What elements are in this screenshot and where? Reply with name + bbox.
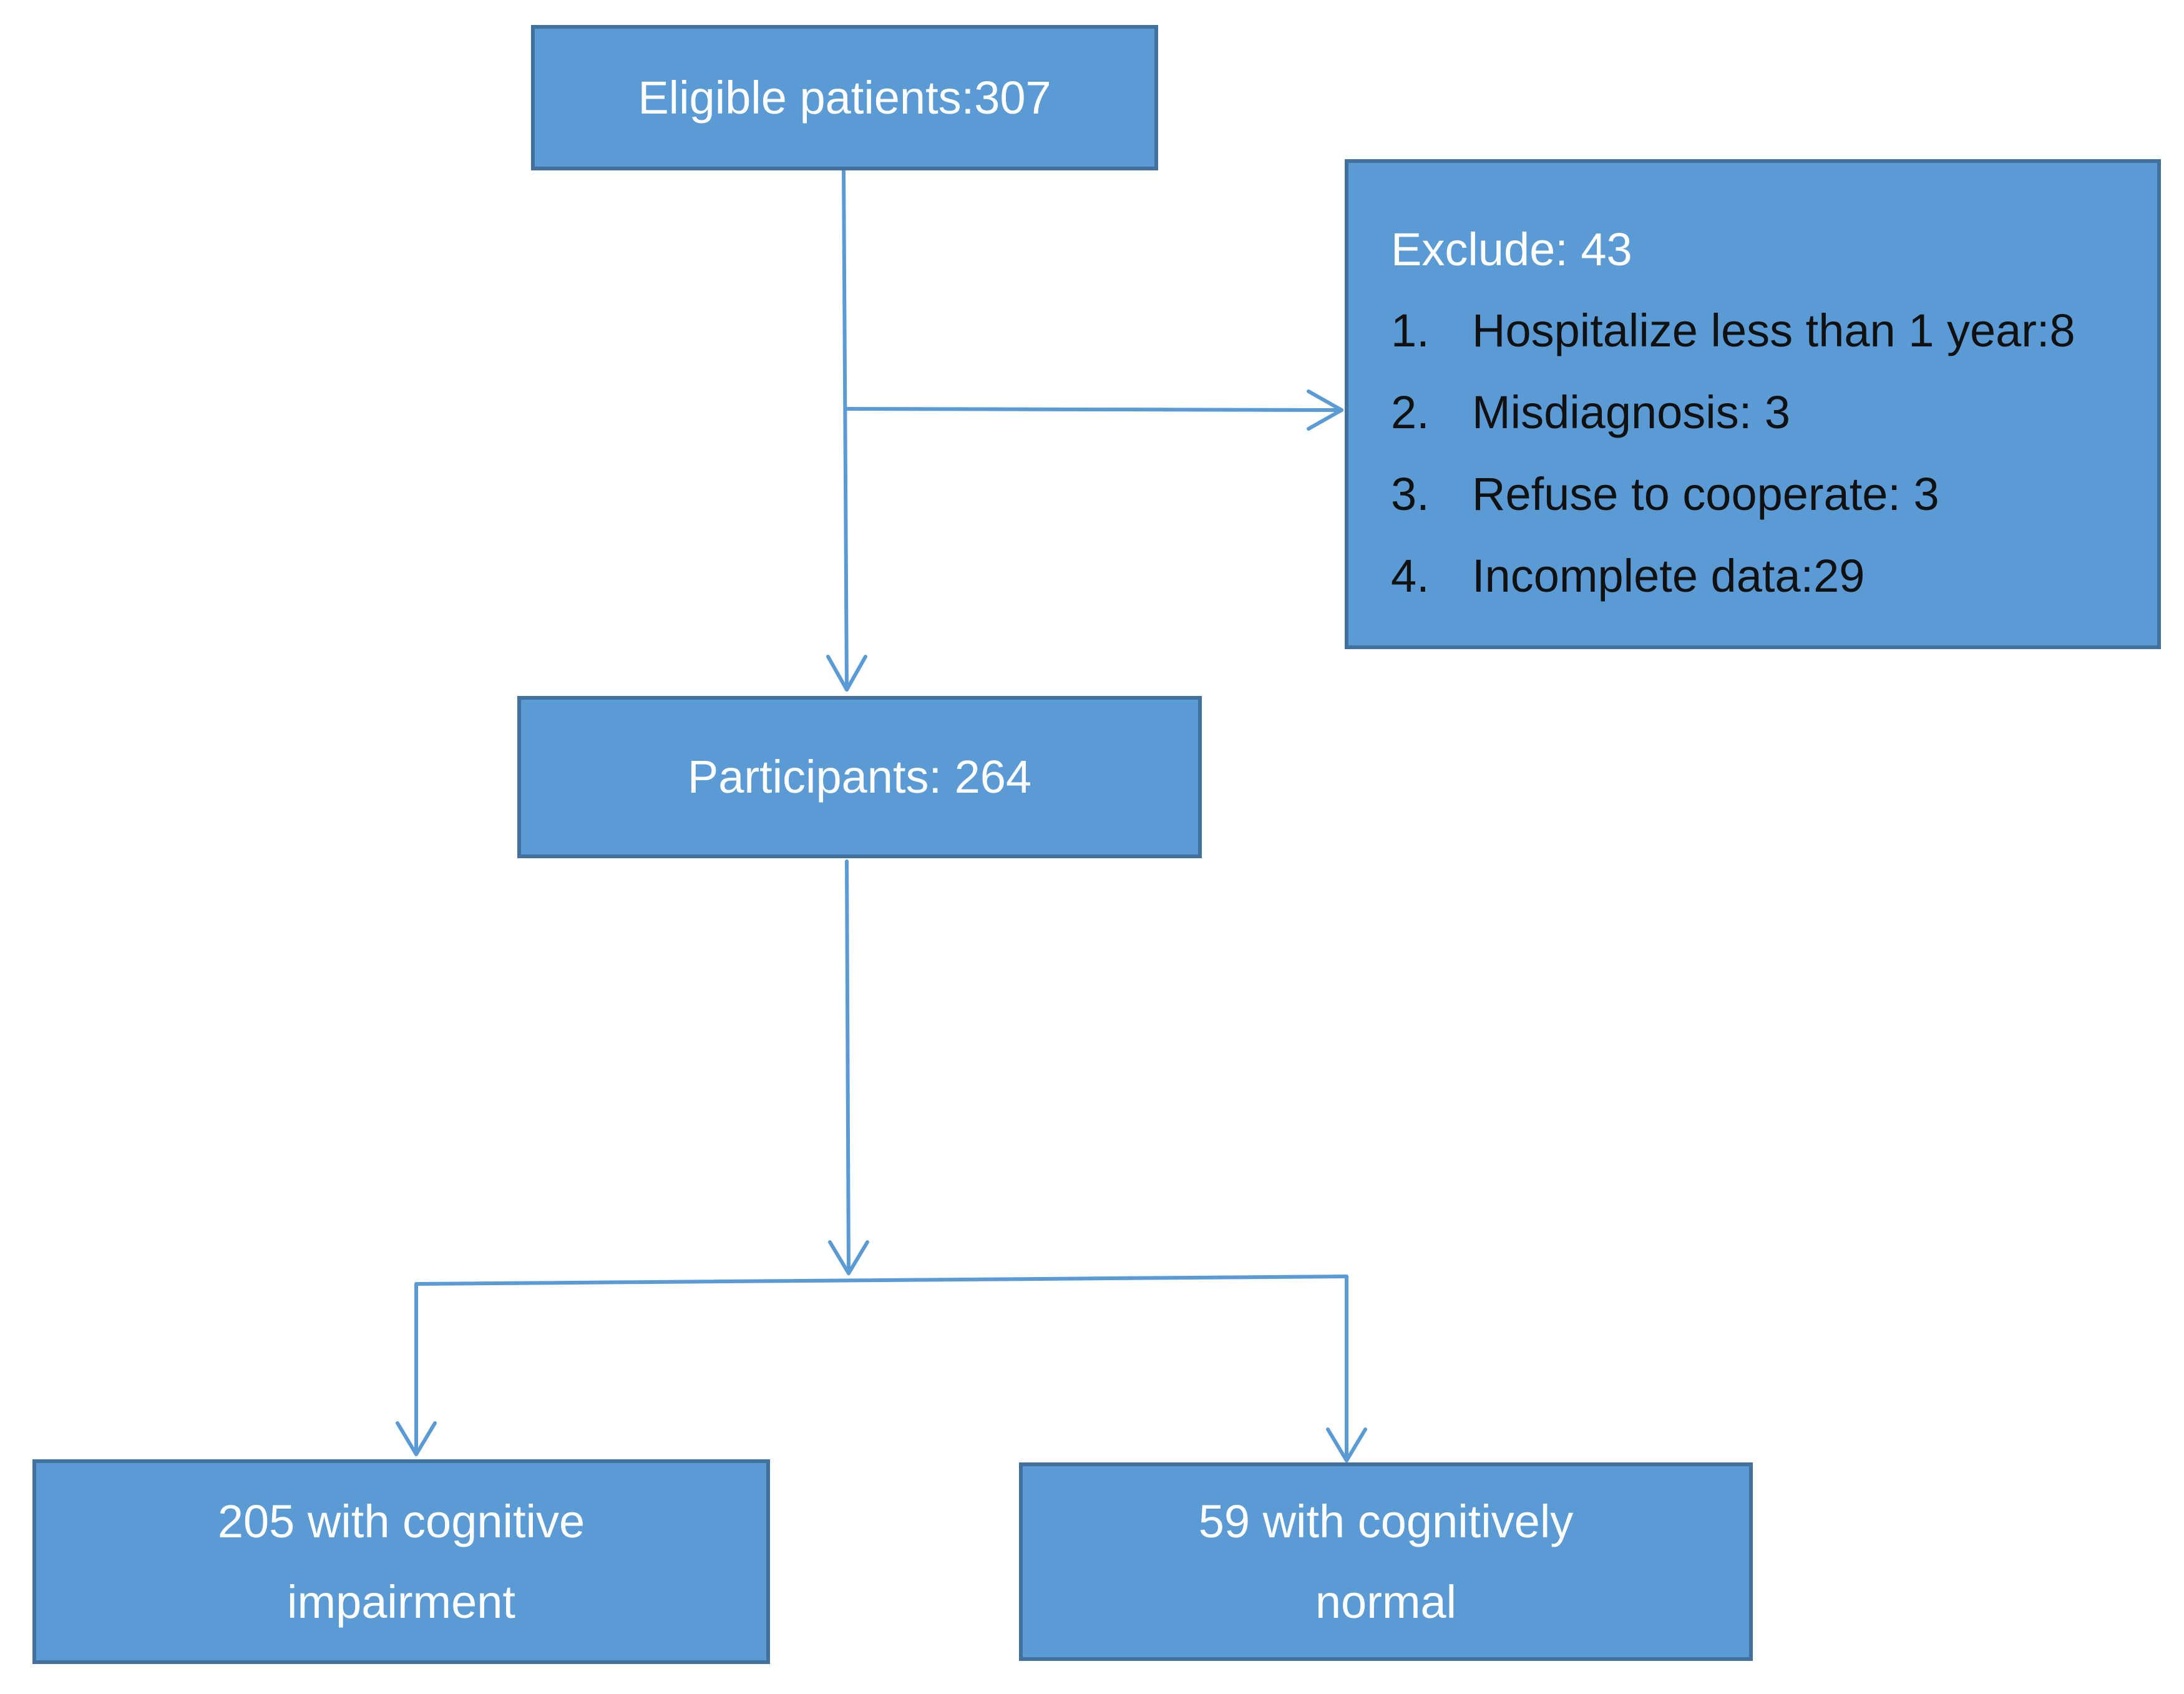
arrowhead-normal bbox=[1326, 1427, 1367, 1462]
exclusion-reason-list: 1. Hospitalize less than 1 year:8 2. Mis… bbox=[1391, 304, 2075, 631]
eligible-patients-label: Eligible patients:307 bbox=[638, 71, 1051, 124]
exclusion-box: Exclude: 43 1. Hospitalize less than 1 y… bbox=[1345, 159, 2161, 649]
exclusion-reason-number: 1. bbox=[1391, 305, 1430, 356]
arrowhead-split bbox=[828, 1240, 869, 1275]
cognitive-impairment-label-line2: impairment bbox=[287, 1576, 515, 1628]
arrow-eligible-to-participants bbox=[842, 168, 849, 692]
eligible-patients-box: Eligible patients:307 bbox=[531, 25, 1158, 170]
exclusion-reason-text: Incomplete data:29 bbox=[1472, 550, 1865, 602]
arrowhead-impaired bbox=[396, 1421, 437, 1456]
split-line bbox=[414, 1275, 1348, 1462]
arrow-to-exclude bbox=[845, 407, 1343, 412]
cognitive-impairment-label-line1: 205 with cognitive bbox=[217, 1495, 585, 1547]
arrowhead-participants bbox=[826, 655, 867, 692]
exclusion-reason-text: Hospitalize less than 1 year:8 bbox=[1472, 305, 2075, 356]
exclusion-reason-number: 4. bbox=[1391, 550, 1430, 602]
exclusion-reason: 1. Hospitalize less than 1 year:8 bbox=[1391, 304, 2075, 386]
exclusion-reason-number: 2. bbox=[1391, 386, 1430, 438]
arrow-participants-to-split bbox=[845, 859, 851, 1275]
cognitively-normal-label: 59 with cognitively normal bbox=[1199, 1481, 1574, 1643]
exclusion-reason-text: Refuse to cooperate: 3 bbox=[1472, 468, 1939, 520]
exclusion-reason-number: 3. bbox=[1391, 468, 1430, 520]
participants-box: Participants: 264 bbox=[517, 696, 1202, 858]
participants-label: Participants: 264 bbox=[687, 751, 1032, 803]
cognitively-normal-label-line1: 59 with cognitively bbox=[1198, 1495, 1574, 1547]
exclusion-reason: 2. Misdiagnosis: 3 bbox=[1391, 386, 2075, 468]
arrowhead-exclude bbox=[1307, 389, 1343, 431]
cognitive-impairment-label: 205 with cognitive impairment bbox=[218, 1481, 585, 1643]
cognitively-normal-box: 59 with cognitively normal bbox=[1019, 1462, 1753, 1661]
cognitive-impairment-box: 205 with cognitive impairment bbox=[32, 1459, 770, 1664]
exclusion-title: Exclude: 43 bbox=[1391, 223, 1632, 275]
exclusion-reason: 4. Incomplete data:29 bbox=[1391, 549, 2075, 631]
cognitively-normal-label-line2: normal bbox=[1315, 1576, 1457, 1628]
exclusion-reason-text: Misdiagnosis: 3 bbox=[1472, 386, 1791, 438]
exclusion-reason: 3. Refuse to cooperate: 3 bbox=[1391, 468, 2075, 549]
